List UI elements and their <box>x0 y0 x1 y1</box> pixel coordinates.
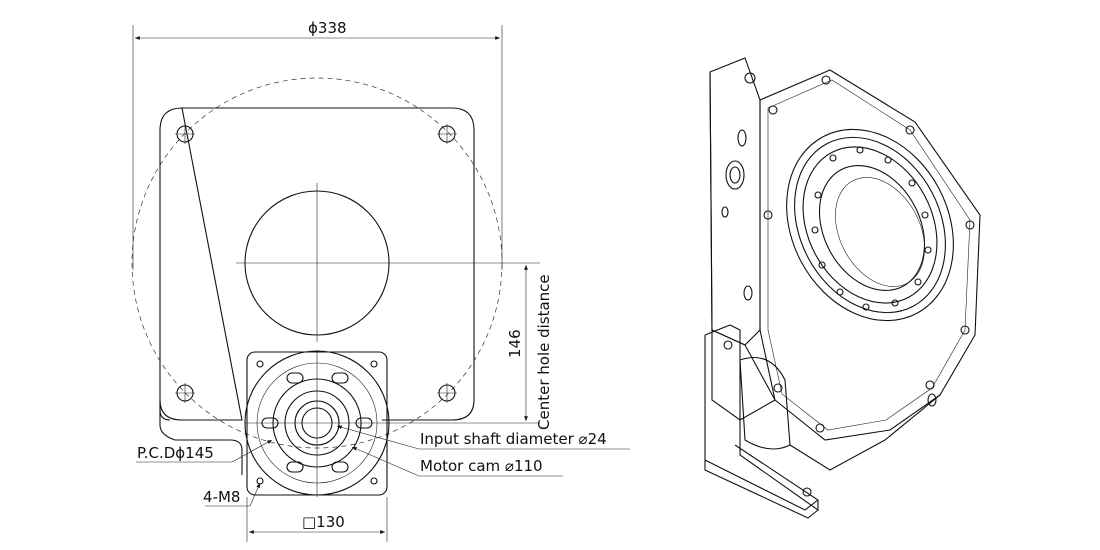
dim-center-distance-value: 146 <box>506 329 524 358</box>
iso-ring-bolt-holes <box>811 146 932 311</box>
corner-holes <box>175 124 457 403</box>
iso-outer-ring <box>786 128 954 322</box>
iso-face-holes <box>763 75 975 433</box>
label-pcd: P.C.Dϕ145 <box>137 444 214 462</box>
iso-main-face <box>759 69 981 441</box>
iso-bracket <box>704 324 819 512</box>
dim-square-flange: □130 <box>302 513 345 531</box>
label-mount-holes: 4-M8 <box>203 488 240 506</box>
slotted-holes <box>261 372 373 473</box>
label-input-shaft: Input shaft diameter ⌀24 <box>420 430 607 448</box>
housing-outline <box>159 107 475 421</box>
dim-outer-diameter: ϕ338 <box>308 19 347 37</box>
front-view: ϕ338 146 Center hole distance P.C.Dϕ145 … <box>131 19 630 542</box>
dim-center-distance-label: Center hole distance <box>535 274 553 430</box>
lower-tab <box>159 405 243 475</box>
label-motor-cam: Motor cam ⌀110 <box>420 457 543 475</box>
isometric-view <box>704 57 981 519</box>
iso-inner-bore <box>818 164 926 292</box>
